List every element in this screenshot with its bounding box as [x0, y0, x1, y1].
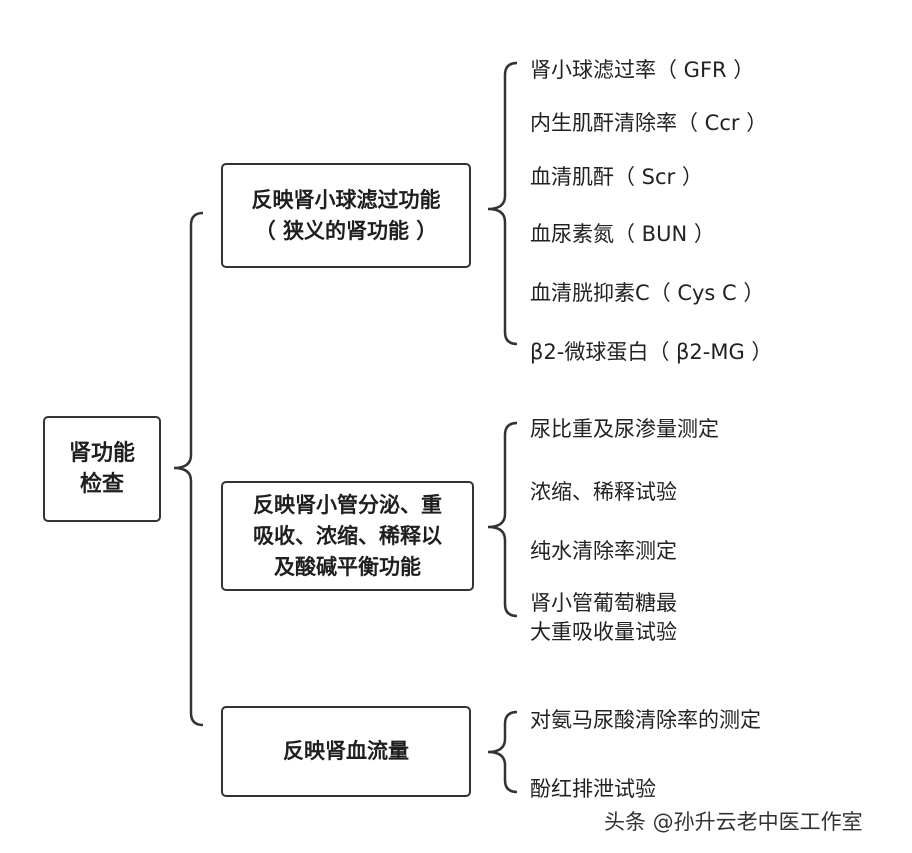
leaf-item: 血清胱抑素C（ Cys C ） — [530, 279, 764, 308]
leaf-text: 血清肌酐（ Scr ） — [530, 165, 703, 189]
leaf-text: 酚红排泄试验 — [530, 777, 656, 801]
leaf-text: 血尿素氮（ BUN ） — [530, 222, 715, 246]
root-line: 肾功能 — [68, 441, 135, 466]
leaf-text: 大重吸收量试验 — [530, 620, 677, 644]
category-line: 吸收、浓缩、稀释以 — [253, 523, 442, 548]
bracket-bloodflow — [487, 710, 518, 794]
leaf-text: 内生肌酐清除率（ Ccr ） — [530, 111, 768, 135]
leaf-text: 浓缩、稀释试验 — [530, 480, 677, 504]
leaf-item: 浓缩、稀释试验 — [530, 478, 677, 507]
leaf-item: 纯水清除率测定 — [530, 537, 677, 566]
category-line: 反映肾小球滤过功能 — [251, 187, 441, 212]
leaf-item: 对氨马尿酸清除率的测定 — [530, 706, 761, 735]
leaf-item: β2-微球蛋白（ β2-MG ） — [530, 338, 772, 367]
leaf-item: 血尿素氮（ BUN ） — [530, 220, 715, 249]
watermark: 头条 @孙升云老中医工作室 — [604, 810, 863, 834]
category-line: 反映肾小管分泌、重 — [253, 492, 442, 517]
leaf-item: 肾小管葡萄糖最 大重吸收量试验 — [530, 589, 677, 647]
root-node: 肾功能 检查 — [43, 416, 161, 522]
leaf-item: 尿比重及尿渗量测定 — [530, 415, 719, 444]
category-line: （ 狭义的肾功能 ） — [254, 218, 438, 243]
bracket-glomerular — [487, 61, 518, 346]
leaf-text: 对氨马尿酸清除率的测定 — [530, 708, 761, 732]
category-glomerular: 反映肾小球滤过功能 （ 狭义的肾功能 ） — [221, 163, 471, 268]
leaf-text: 肾小球滤过率（ GFR ） — [530, 58, 755, 82]
category-line: 反映肾血流量 — [283, 739, 409, 763]
leaf-text: 血清胱抑素C（ Cys C ） — [530, 281, 765, 305]
root-line: 检查 — [79, 472, 124, 497]
leaf-item: 血清肌酐（ Scr ） — [530, 163, 703, 192]
category-tubular: 反映肾小管分泌、重 吸收、浓缩、稀释以 及酸碱平衡功能 — [221, 481, 474, 591]
leaf-item: 内生肌酐清除率（ Ccr ） — [530, 109, 767, 138]
leaf-text: 肾小管葡萄糖最 — [530, 591, 677, 615]
leaf-item: 肾小球滤过率（ GFR ） — [530, 56, 754, 85]
leaf-text: 纯水清除率测定 — [530, 539, 677, 563]
category-line: 及酸碱平衡功能 — [274, 554, 421, 579]
bracket-tubular — [487, 421, 518, 618]
root-bracket — [173, 211, 204, 727]
leaf-text: 尿比重及尿渗量测定 — [530, 417, 719, 441]
leaf-item: 酚红排泄试验 — [530, 775, 656, 804]
category-bloodflow: 反映肾血流量 — [221, 706, 471, 797]
leaf-text: β2-微球蛋白（ β2-MG ） — [530, 340, 773, 364]
